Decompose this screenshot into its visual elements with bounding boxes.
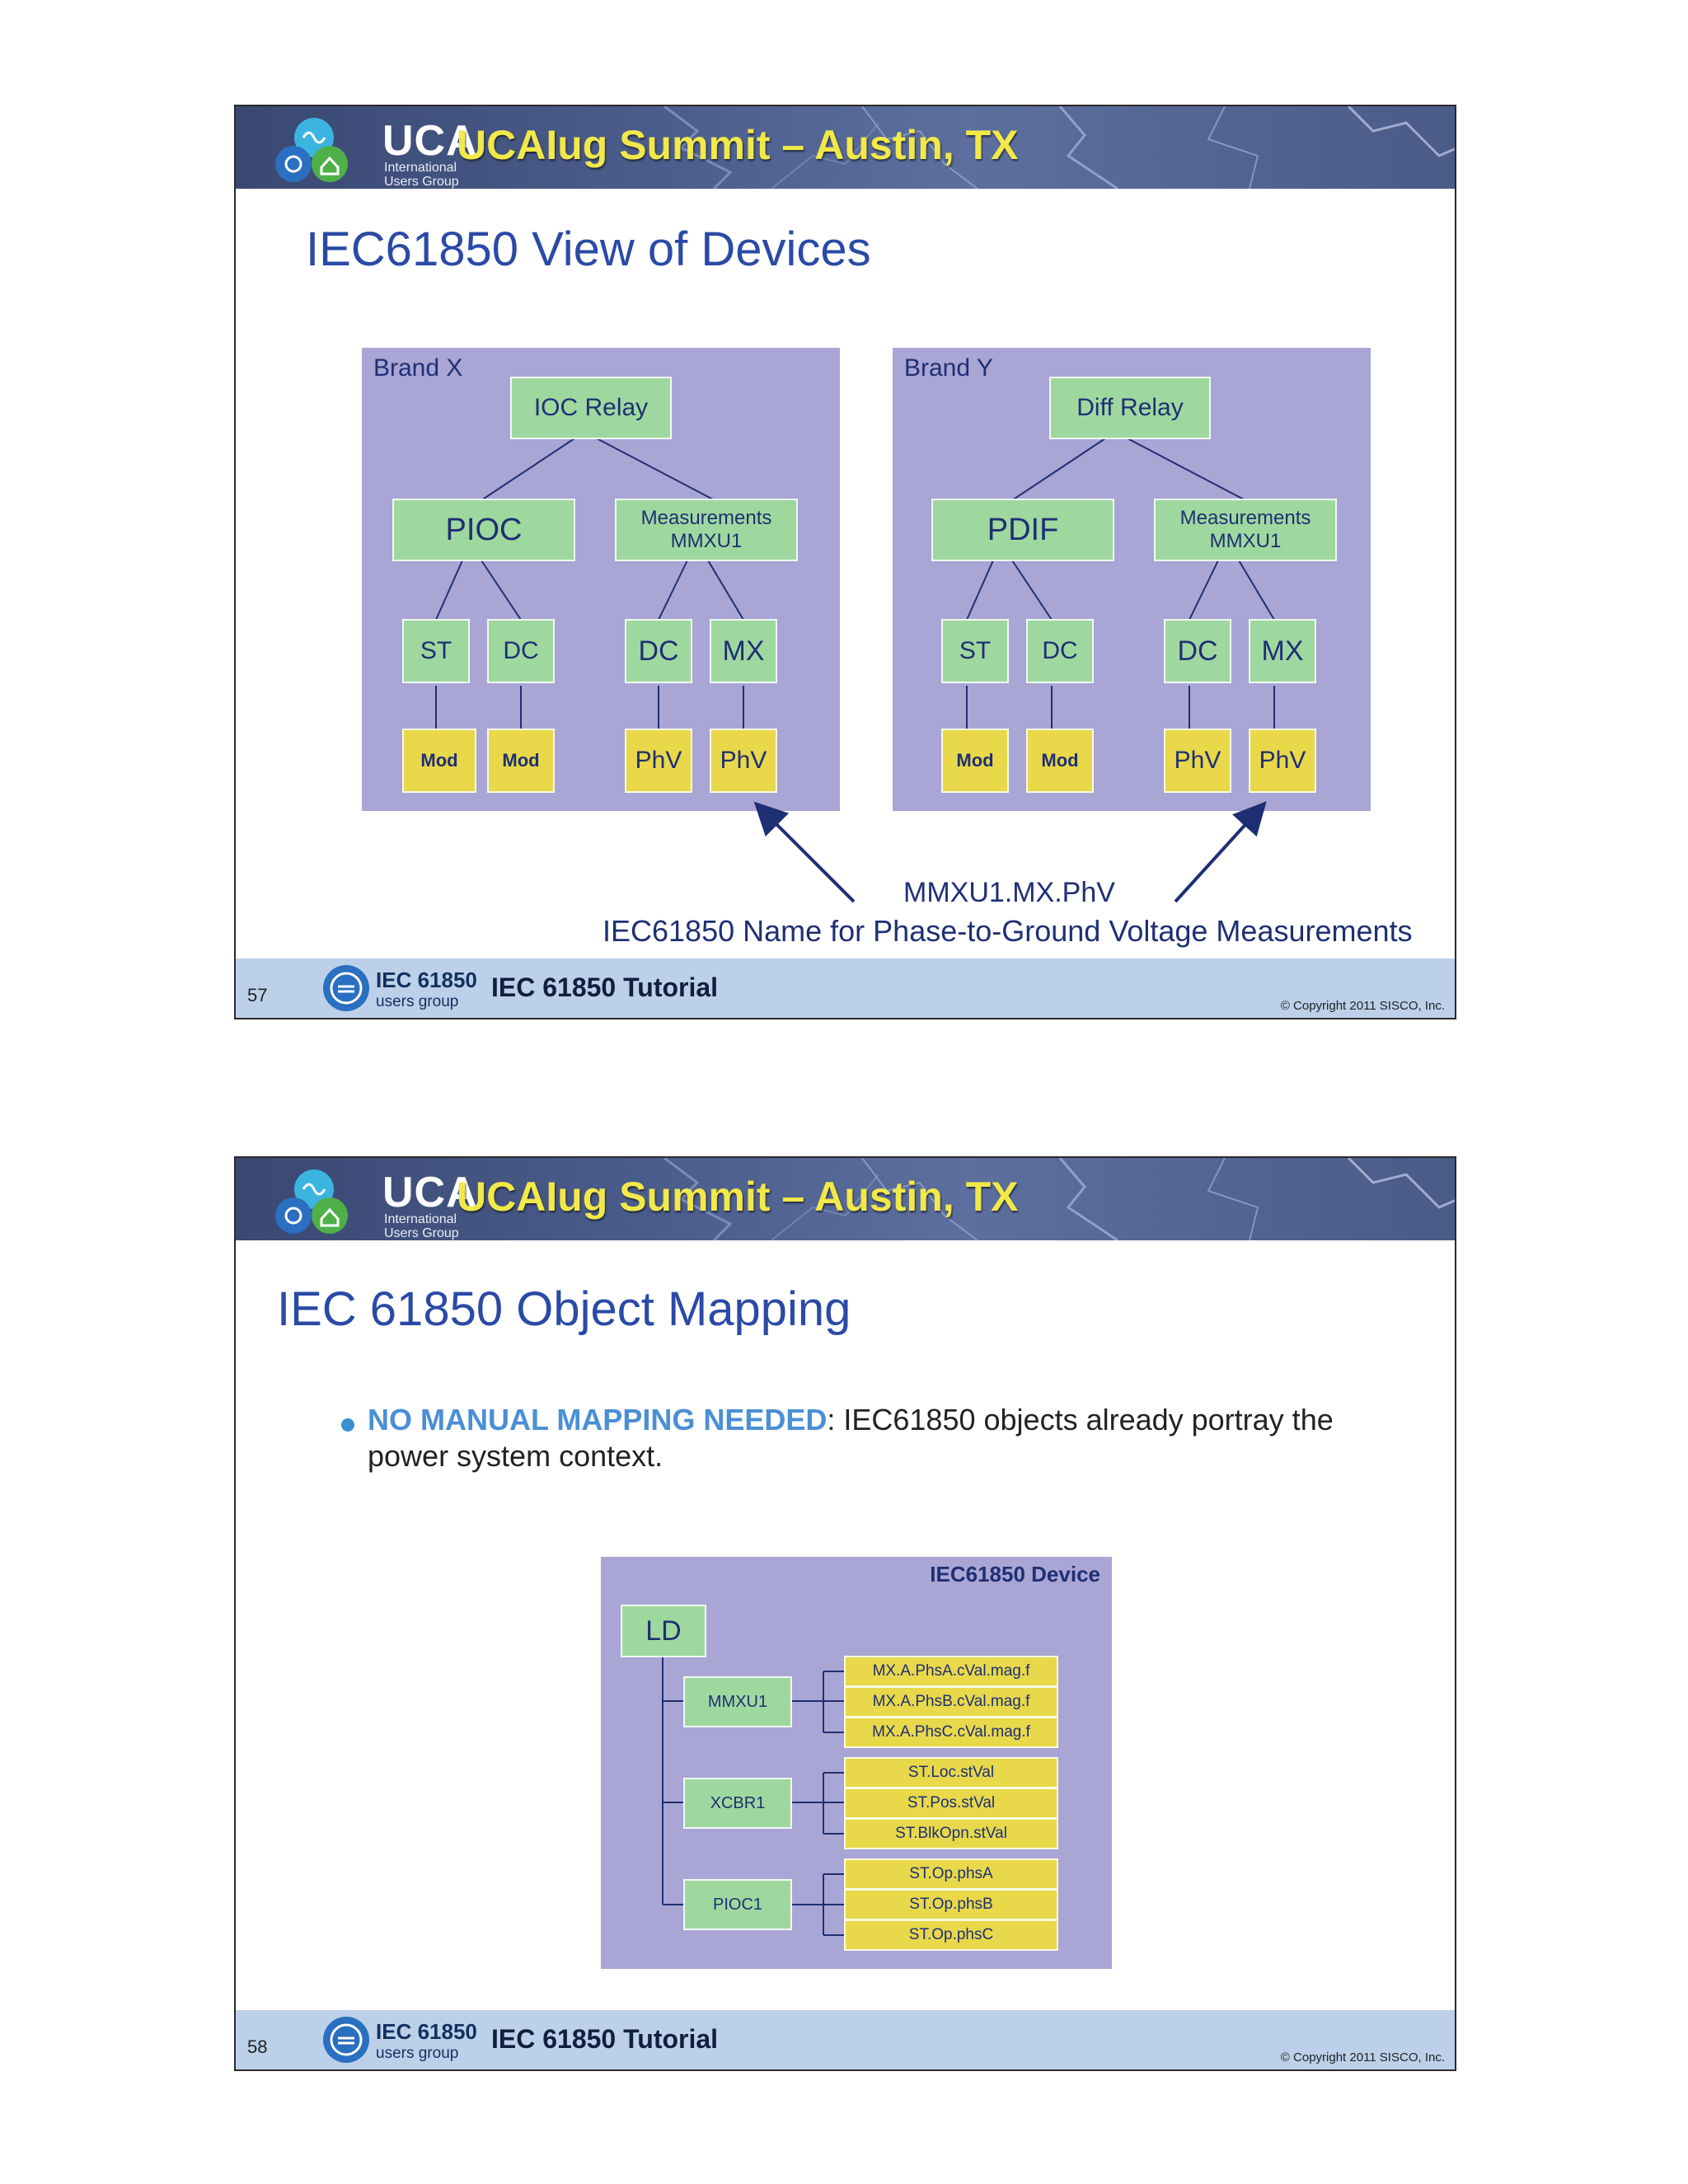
data-attribute-box: ST.Loc.stVal (844, 1757, 1058, 1788)
brand-y-panel: Brand Y Diff Relay PDIF Measurements MMX… (893, 348, 1371, 811)
bullet-dot (341, 1418, 354, 1432)
uca-circles-icon (275, 118, 348, 182)
data-attribute-box: ST.Op.phsA (844, 1858, 1058, 1890)
mmxu-label: MMXU1 (670, 530, 743, 552)
tree-lines (435, 438, 744, 729)
data-attribute-box: ST.Op.phsB (844, 1889, 1058, 1920)
uca-logo: UCA International Users Group (269, 1165, 477, 1240)
data-attribute-box: ST.BlkOpn.stVal (844, 1818, 1058, 1849)
slide-footer: 57 IEC 61850 users group IEC 61850 Tutor… (236, 958, 1455, 1018)
brand-x-panel: Brand X IOC Relay PIOC Measurements MMXU… (362, 348, 840, 811)
measurements-label: Measurements (640, 507, 772, 529)
uca-logo-text: UCA (382, 117, 478, 165)
arrow-right (1174, 801, 1267, 903)
uca-logo-sub2: Users Group (384, 175, 459, 189)
mmxu-label: MMXU1 (1209, 530, 1282, 552)
uca-logo-sub1: International (384, 161, 457, 175)
bullet-body: : IEC61850 objects already portray the p… (368, 1403, 1334, 1473)
logical-node-box: PIOC (392, 499, 575, 561)
data-attribute-box: ST.Pos.stVal (844, 1788, 1058, 1819)
uca-logo: UCA International Users Group (269, 113, 477, 189)
iec-logo-name: IEC 61850 (376, 2019, 477, 2044)
iec-61850-logo-icon (323, 965, 369, 1011)
data-object-box: PhV (1164, 729, 1231, 793)
fc-box: ST (402, 619, 470, 683)
data-attribute-box: MX.A.PhsB.cVal.mag.f (844, 1686, 1058, 1718)
page-number: 58 (247, 2036, 268, 2057)
header-title: UCAIug Summit – Austin, TX (457, 122, 1019, 168)
data-object-box: Mod (1026, 729, 1094, 793)
fc-box: DC (625, 619, 692, 683)
uca-circles-icon (275, 1169, 348, 1234)
logical-node-box: MMXU1 (683, 1676, 792, 1727)
fc-box: DC (1164, 619, 1231, 683)
page-number: 57 (247, 985, 268, 1005)
arrow-left (753, 801, 856, 903)
header-title: UCAIug Summit – Austin, TX (457, 1174, 1019, 1220)
slide-footer: 58 IEC 61850 users group IEC 61850 Tutor… (236, 2010, 1455, 2069)
fc-box: MX (710, 619, 777, 683)
copyright: © Copyright 2011 SISCO, Inc. (1280, 2050, 1445, 2064)
copyright: © Copyright 2011 SISCO, Inc. (1280, 999, 1445, 1013)
fc-box: DC (487, 619, 555, 683)
data-attribute-box: MX.A.PhsC.cVal.mag.f (844, 1717, 1058, 1748)
device-panel: IEC61850 Device (601, 1557, 1112, 1969)
data-object-box: PhV (625, 729, 692, 793)
iec-logo-sub: users group (376, 993, 459, 1010)
uca-logo-subtitle: International Users Group (384, 1212, 459, 1240)
slide-57: UCA International Users Group UCAIug Sum… (234, 105, 1456, 1019)
data-attribute-box: ST.Op.phsC (844, 1919, 1058, 1951)
uca-logo-text: UCA (382, 1169, 478, 1216)
bullet-emphasis: NO MANUAL MAPPING NEEDED (368, 1403, 828, 1436)
lightning-background (663, 1158, 1455, 1240)
logical-node-box: XCBR1 (683, 1778, 792, 1829)
slide-title: IEC61850 View of Devices (306, 223, 871, 276)
data-object-box: PhV (710, 729, 777, 793)
fc-box: ST (941, 619, 1009, 683)
ied-root-box: Diff Relay (1049, 377, 1211, 439)
slide-header: UCA International Users Group UCAIug Sum… (236, 106, 1455, 189)
iec-61850-logo-icon (323, 2017, 369, 2063)
caption-name: MMXU1.MX.PhV (903, 877, 1115, 908)
data-object-box: Mod (941, 729, 1009, 793)
data-object-box: Mod (402, 729, 476, 793)
slide-58: UCA International Users Group UCAIug Sum… (234, 1156, 1456, 2071)
data-object-box: Mod (487, 729, 555, 793)
brand-label: Brand Y (904, 354, 993, 382)
device-tree-lines (662, 1657, 844, 1936)
measurements-box: Measurements MMXU1 (1154, 499, 1337, 561)
logical-node-box: PIOC1 (683, 1879, 792, 1930)
fc-box: DC (1026, 619, 1094, 683)
measurements-box: Measurements MMXU1 (615, 499, 798, 561)
uca-logo-subtitle: International Users Group (384, 161, 459, 189)
uca-logo-sub2: Users Group (384, 1226, 459, 1240)
slide-header: UCA International Users Group UCAIug Sum… (236, 1158, 1455, 1240)
tree-lines (966, 438, 1275, 729)
measurements-label: Measurements (1179, 507, 1311, 529)
lightning-background (663, 106, 1455, 189)
iec-logo-name: IEC 61850 (376, 968, 477, 992)
fc-box: MX (1249, 619, 1316, 683)
uca-logo-sub1: International (384, 1212, 457, 1226)
data-attribute-box: MX.A.PhsA.cVal.mag.f (844, 1656, 1058, 1687)
brand-label: Brand X (373, 354, 463, 382)
caption-description: IEC61850 Name for Phase-to-Ground Voltag… (603, 914, 1413, 948)
device-title: IEC61850 Device (930, 1562, 1100, 1586)
slide-title: IEC 61850 Object Mapping (277, 1282, 851, 1336)
ld-box: LD (621, 1605, 706, 1657)
logical-node-box: PDIF (931, 499, 1114, 561)
bullet-text: NO MANUAL MAPPING NEEDED: IEC61850 objec… (368, 1402, 1357, 1474)
pointer-arrows (753, 801, 1267, 903)
data-object-box: PhV (1249, 729, 1316, 793)
iec-logo-sub: users group (376, 2045, 459, 2062)
footer-title: IEC 61850 Tutorial (491, 2024, 719, 2054)
ied-root-box: IOC Relay (510, 377, 672, 439)
footer-title: IEC 61850 Tutorial (491, 972, 719, 1002)
